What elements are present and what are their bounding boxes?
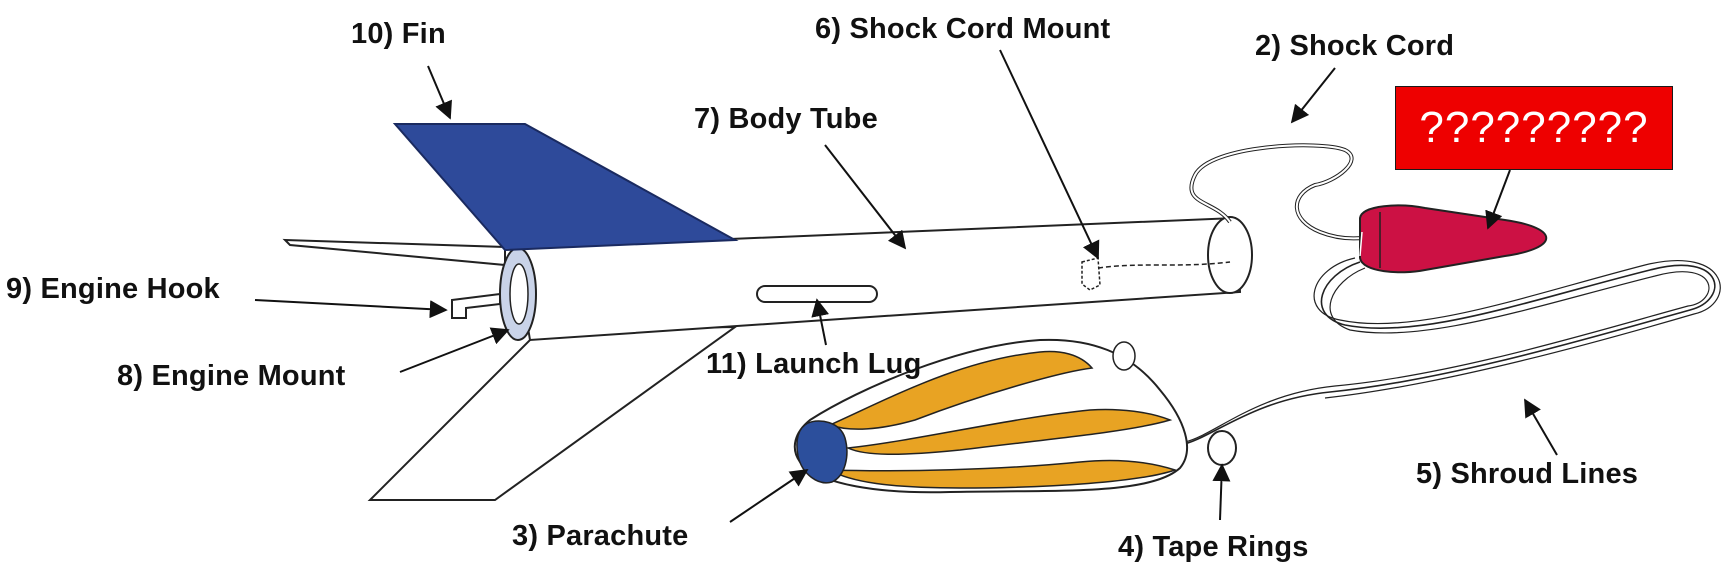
- arrow-tape-rings: [1212, 463, 1231, 521]
- label-fin: 10) Fin: [351, 18, 446, 50]
- tape-ring-shape-2: [1112, 341, 1136, 371]
- shock-cord-mount-shape: [1081, 257, 1101, 291]
- nose-cone: [1359, 204, 1548, 274]
- engine-mount-inner: [509, 263, 529, 325]
- upper-fin: [392, 123, 739, 252]
- side-fin: [282, 238, 506, 267]
- arrow-shroud-lines: [1524, 398, 1558, 456]
- parachute-gore-1: [827, 350, 1094, 430]
- label-parachute: 3) Parachute: [512, 520, 689, 552]
- engine-hook-shape: [451, 292, 501, 319]
- arrow-engine-mount: [399, 327, 510, 373]
- shroud-lines-shape-2: [1184, 267, 1710, 443]
- lower-fin: [367, 325, 739, 501]
- launch-lug-shape: [756, 285, 878, 303]
- redacted-label-text: ?????????: [1419, 103, 1649, 152]
- parachute-gore-2: [845, 408, 1173, 456]
- nose-cone-seam-2: [1359, 231, 1363, 257]
- arrow-body-tube: [824, 144, 907, 250]
- arrow-fin: [427, 65, 452, 120]
- label-shock-cord-mount: 6) Shock Cord Mount: [815, 13, 1111, 45]
- arrow-launch-lug: [811, 298, 830, 346]
- arrow-nose-cone: [1485, 169, 1511, 230]
- label-launch-lug: 11) Launch Lug: [706, 348, 922, 380]
- parachute-gore-3: [827, 459, 1178, 489]
- shroud-lines-shape-3: [1313, 257, 1721, 399]
- arrow-shock-cord: [1290, 67, 1336, 124]
- label-body-tube: 7) Body Tube: [694, 103, 878, 135]
- parachute-band: [796, 420, 848, 484]
- shock-cord-inside: [1097, 261, 1231, 269]
- body-tube-end: [1207, 216, 1253, 294]
- arrow-engine-hook: [254, 299, 448, 319]
- label-engine-hook: 9) Engine Hook: [6, 273, 220, 305]
- arrow-parachute: [729, 468, 809, 523]
- arrow-shock-cord-mount: [999, 49, 1100, 260]
- label-shock-cord: 2) Shock Cord: [1255, 30, 1455, 62]
- shock-cord-shape-inner: [1190, 144, 1381, 240]
- shroud-lines-shape: [1179, 261, 1716, 446]
- label-engine-mount: 8) Engine Mount: [117, 360, 346, 392]
- label-shroud-lines: 5) Shroud Lines: [1416, 458, 1639, 490]
- label-tape-rings: 4) Tape Rings: [1118, 531, 1309, 563]
- tape-ring-shape: [1207, 430, 1237, 466]
- redacted-label-box: ?????????: [1395, 86, 1673, 170]
